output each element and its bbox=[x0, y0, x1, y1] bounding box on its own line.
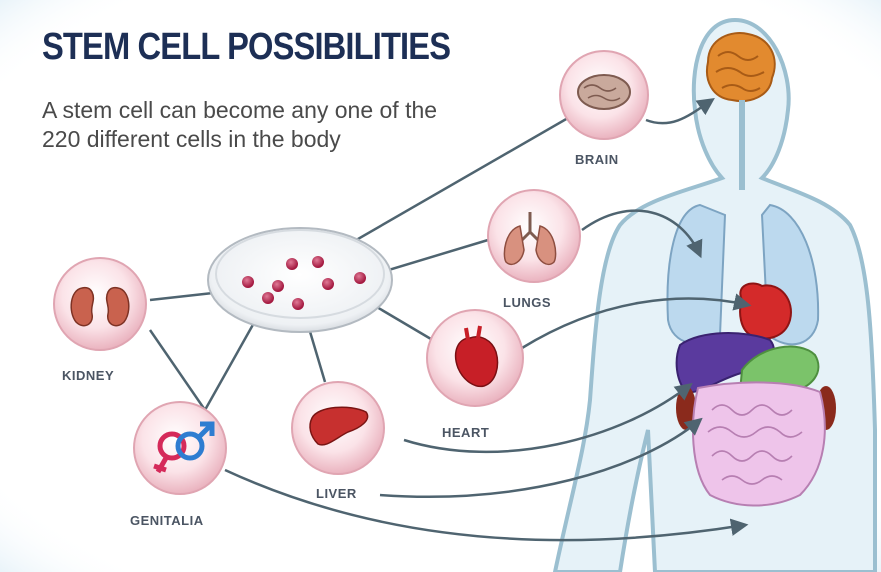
liver-node bbox=[292, 382, 384, 474]
kidney-label: KIDNEY bbox=[62, 368, 114, 383]
genitalia-node bbox=[134, 402, 226, 494]
page-subtitle: A stem cell can become any one of the 22… bbox=[42, 96, 442, 154]
body-intestines bbox=[693, 382, 825, 505]
stem-cell-dot bbox=[312, 256, 324, 268]
stem-cell-dot bbox=[286, 258, 298, 270]
body-heart bbox=[740, 284, 791, 339]
liver-label: LIVER bbox=[316, 486, 357, 501]
lungs-node bbox=[488, 190, 580, 282]
stem-cell-dot bbox=[354, 272, 366, 284]
lungs-label: LUNGS bbox=[503, 295, 551, 310]
stem-cell-dot bbox=[262, 292, 274, 304]
stem-cell-dot bbox=[292, 298, 304, 310]
heart-node bbox=[427, 310, 523, 406]
body-brain bbox=[707, 33, 775, 101]
petri-dish bbox=[208, 228, 392, 332]
page-title: STEM CELL POSSIBILITIES bbox=[42, 26, 450, 69]
stem-cell-dot bbox=[272, 280, 284, 292]
genitalia-label: GENITALIA bbox=[130, 513, 204, 528]
brain-icon bbox=[578, 75, 630, 109]
stem-cell-dot bbox=[322, 278, 334, 290]
brain-node bbox=[560, 51, 648, 139]
stem-cell-dot bbox=[242, 276, 254, 288]
heart-label: HEART bbox=[442, 425, 489, 440]
brain-label: BRAIN bbox=[575, 152, 619, 167]
kidney-node bbox=[54, 258, 146, 350]
